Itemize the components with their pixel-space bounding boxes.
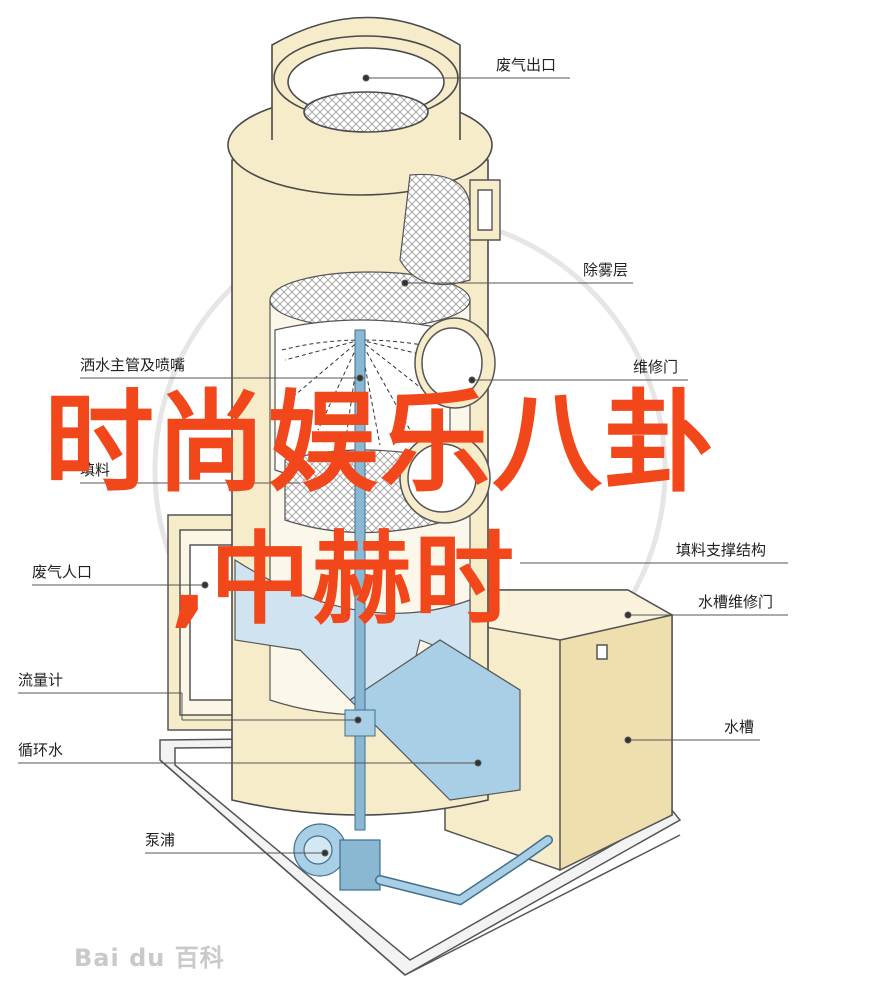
pump	[293, 823, 553, 906]
baidu-watermark: Bai du 百科	[74, 944, 225, 972]
overlay-headline-line2: ,中赫时	[170, 521, 516, 638]
maintenance-door	[399, 317, 496, 524]
water-tank-body	[444, 589, 675, 872]
label-spray-pipe: 洒水主管及喷嘴	[80, 356, 186, 374]
label-exhaust-outlet: 废气出口	[496, 56, 557, 74]
tower-cutaway	[234, 173, 521, 801]
spray-pipe	[344, 329, 376, 831]
label-flow-meter: 流量计	[18, 671, 64, 689]
label-tank-door: 水槽维修门	[698, 593, 774, 611]
outlet-bracket	[469, 179, 501, 241]
label-pump: 泵浦	[145, 831, 176, 849]
label-maintenance-door: 维修门	[633, 358, 679, 376]
label-water-tank: 水槽	[724, 718, 755, 736]
label-exhaust-inlet: 废气人口	[32, 563, 93, 581]
label-demister: 除雾层	[583, 261, 629, 279]
label-packing: 填料	[80, 461, 111, 479]
label-circulating-water: 循环水	[18, 741, 64, 759]
overlay-headline-line1: 时尚娱乐八卦	[44, 379, 716, 507]
label-packing-support: 填料支撑结构	[676, 541, 767, 559]
pointer-lines	[18, 74, 788, 857]
